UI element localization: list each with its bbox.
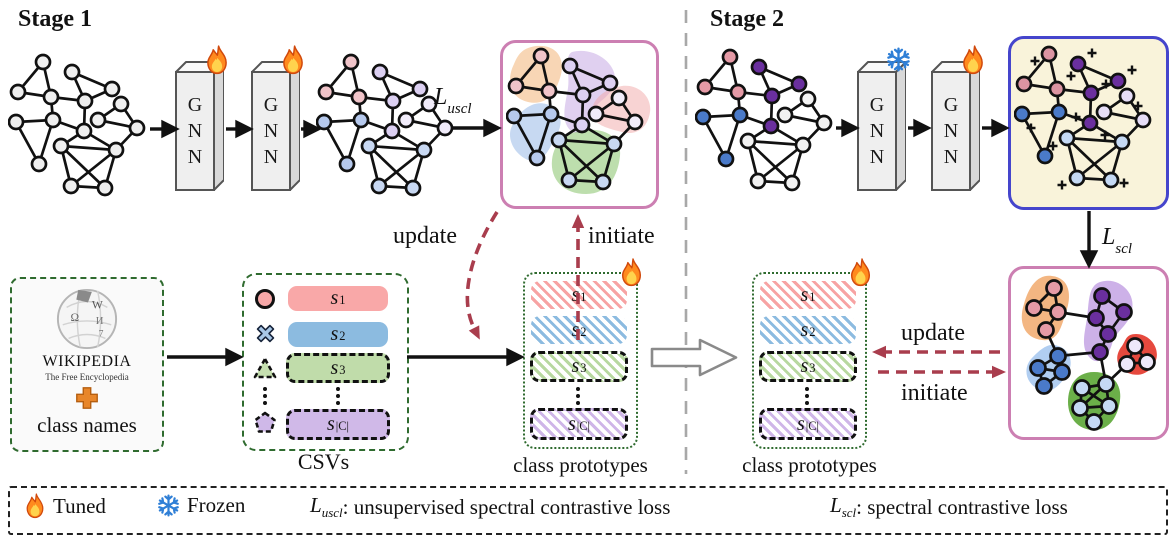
svg-text:И: И xyxy=(96,316,104,327)
gnn-letter: N xyxy=(263,119,279,142)
gnn-label: G N N xyxy=(176,72,214,190)
loss-subscript: scl xyxy=(1115,240,1133,257)
ellipsis-dots xyxy=(263,387,267,391)
ellipsis-dots xyxy=(805,387,809,391)
gnn-letter: N xyxy=(263,145,279,168)
stage1-update-label: update xyxy=(393,223,457,249)
legend-box xyxy=(8,486,1168,535)
stage2-cluster-result-box xyxy=(1008,266,1169,440)
svg-text:7: 7 xyxy=(99,328,104,339)
stage1-title: Stage 1 xyxy=(18,6,92,32)
gnn-letter: G xyxy=(869,93,885,116)
stage1-gnn-block-1: G N N xyxy=(174,45,227,192)
gnn-label: G N N xyxy=(252,72,290,190)
stage2-input-graph xyxy=(695,48,833,192)
wikipedia-class-names-box: W Ω И 7 WIKIPEDIA The Free Encyclopedia … xyxy=(10,277,164,452)
legend-tuned-label: Tuned xyxy=(53,493,106,518)
wikipedia-globe-icon: W Ω И 7 xyxy=(56,288,118,350)
flame-icon xyxy=(204,45,230,75)
stage2-prototypes-label: class prototypes xyxy=(742,453,877,477)
loss-subscript: uscl xyxy=(447,100,472,117)
snowflake-icon xyxy=(886,47,911,72)
scl-symbol: Lscl xyxy=(830,493,857,521)
stage1-cluster-result-box xyxy=(500,40,659,209)
stage1-clustered-graph xyxy=(506,45,651,194)
legend-uscl: Luscl : unsupervised spectral contrastiv… xyxy=(310,493,670,521)
gnn-letter: N xyxy=(869,119,885,142)
stage1-gnn-block-2: G N N xyxy=(250,45,303,192)
svg-text:W: W xyxy=(92,298,103,311)
stage1-input-graph xyxy=(8,53,146,197)
scl-loss-label: Lscl xyxy=(1102,224,1133,257)
loss-symbol: L xyxy=(1102,224,1116,250)
triangle-icon xyxy=(252,354,278,381)
gnn-block-shape xyxy=(931,61,980,191)
gnn-letter: G xyxy=(943,93,959,116)
gnn-letter: N xyxy=(187,145,203,168)
circle-icon xyxy=(252,286,278,311)
gnn-letter: N xyxy=(943,119,959,142)
gnn-letter: N xyxy=(943,145,959,168)
snowflake-icon xyxy=(157,494,180,517)
flame-icon xyxy=(24,493,46,519)
csv-row-sC: s|C| xyxy=(286,409,390,440)
stage2-initiate-label: initiate xyxy=(901,380,968,406)
gnn-label: G N N xyxy=(858,72,896,190)
loss-symbol: L xyxy=(434,84,448,110)
svg-text:Ω: Ω xyxy=(71,311,80,324)
wikipedia-subtitle: The Free Encyclopedia xyxy=(45,372,129,382)
stage2-predicted-graph xyxy=(1014,45,1152,190)
stage2-title: Stage 2 xyxy=(710,6,784,32)
stage1-embedded-graph xyxy=(316,53,454,197)
legend-scl: Lscl : spectral contrastive loss xyxy=(830,493,1068,521)
uscl-loss-label: Luscl xyxy=(434,84,472,117)
stage2-gnn-block-1: G N N xyxy=(856,47,910,192)
gnn-letter: G xyxy=(263,93,279,116)
ellipsis-dots xyxy=(336,387,340,391)
gnn-letter: N xyxy=(187,119,203,142)
stage2-gnn-block-2: G N N xyxy=(930,45,983,192)
plus-icon xyxy=(76,387,98,409)
prototype-row-sC: s|C| xyxy=(530,408,628,440)
scl-description: : spectral contrastive loss xyxy=(856,494,1068,519)
csv-box-label: CSVs xyxy=(297,449,350,474)
gnn-letter: G xyxy=(187,93,203,116)
stage2-clustered-graph xyxy=(1021,275,1157,431)
pentagon-icon xyxy=(252,409,278,437)
wikipedia-title: WIKIPEDIA xyxy=(42,353,132,370)
gnn-letter: N xyxy=(869,145,885,168)
uscl-description: : unsupervised spectral contrastive loss xyxy=(342,494,671,519)
stage-transition-arrow xyxy=(650,338,738,377)
uscl-symbol: Luscl xyxy=(310,493,343,521)
stage2-update-label: update xyxy=(901,320,965,346)
legend-frozen: Frozen xyxy=(157,493,245,518)
flame-icon xyxy=(619,258,644,287)
prototype-row-sC: s|C| xyxy=(759,408,857,440)
stage2-embedding-box xyxy=(1008,36,1169,210)
flame-icon xyxy=(848,258,873,287)
stage1-prototypes-label: class prototypes xyxy=(513,453,648,477)
cross-icon xyxy=(252,321,278,346)
legend-tuned: Tuned xyxy=(24,493,106,519)
stage1-initiate-label: initiate xyxy=(588,223,655,249)
ellipsis-dots xyxy=(576,387,580,391)
flame-icon xyxy=(960,45,986,75)
class-names-caption: class names xyxy=(37,413,137,437)
flame-icon xyxy=(280,45,306,75)
gnn-block-shape xyxy=(251,61,300,191)
gnn-label: G N N xyxy=(932,72,970,190)
legend-frozen-label: Frozen xyxy=(187,493,246,517)
